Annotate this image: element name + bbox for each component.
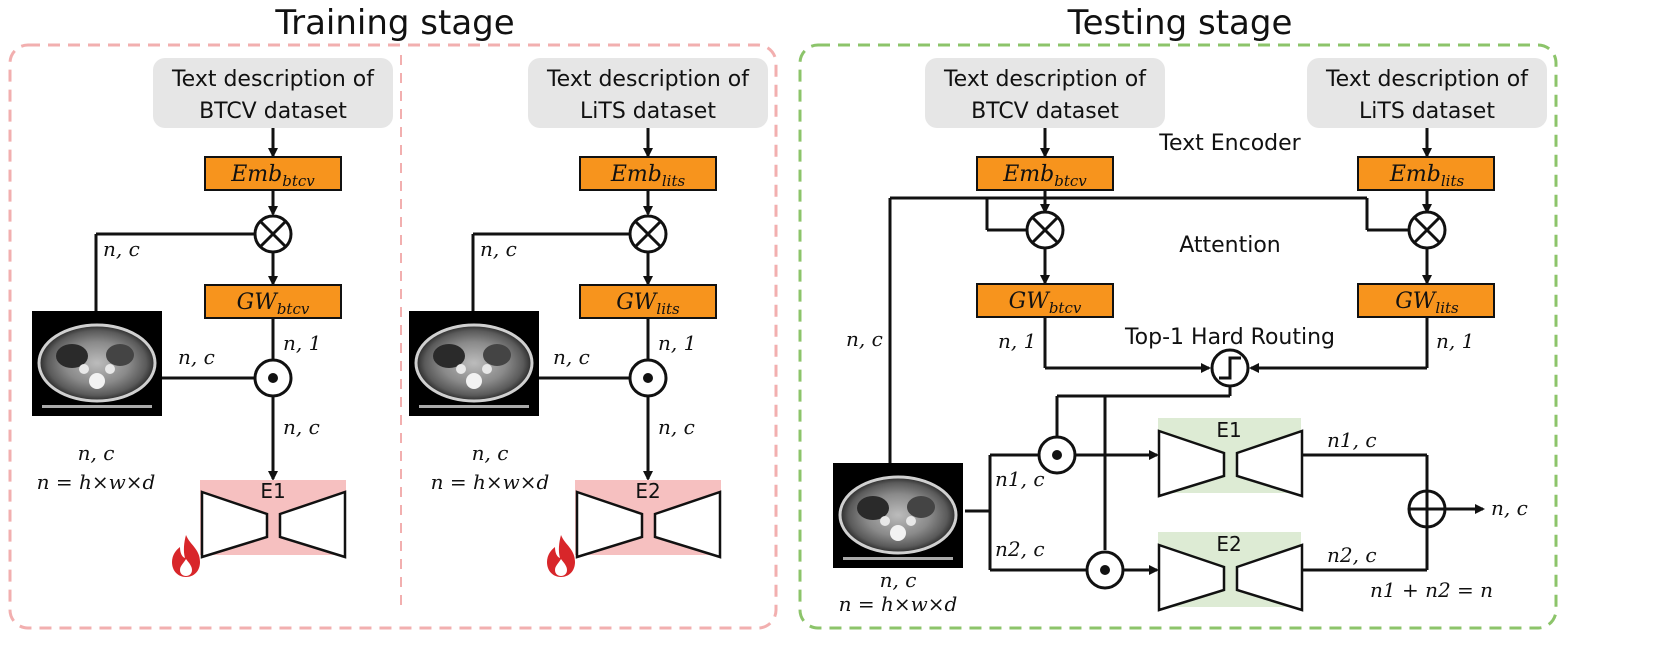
text-box-btcv xyxy=(153,58,393,128)
label-n1c: n1, c xyxy=(995,467,1045,491)
emb-lits-box xyxy=(1357,156,1495,191)
encoder-e2-label: E2 xyxy=(1216,532,1241,556)
text-encoder-label: Text Encoder xyxy=(1158,131,1301,156)
label-n1-right: n, 1 xyxy=(1436,329,1474,353)
training-panel-border xyxy=(8,43,778,630)
attention-label: Attention xyxy=(1179,233,1281,258)
label-formula: n = h×w×d xyxy=(839,592,958,616)
gw-btcv-label: GWbtcv xyxy=(1009,289,1082,317)
training-right-branch: Text description of LiTS dataset Emblits… xyxy=(407,58,768,577)
gw-lits-label: GWlits xyxy=(1395,289,1459,317)
label-nc-bottom: n, c xyxy=(880,568,917,592)
gw-lits-box xyxy=(579,284,717,319)
label-n1-left: n, 1 xyxy=(998,329,1036,353)
label-n2c-out: n2, c xyxy=(1327,543,1377,567)
label-nc-img: n, c xyxy=(178,345,215,369)
label-formula: n = h×w×d xyxy=(37,470,156,494)
routing-label: Top-1 Hard Routing xyxy=(1124,325,1335,350)
text-box-line-1: Text description of xyxy=(1325,67,1529,92)
emb-btcv-label: Embbtcv xyxy=(1002,162,1087,190)
testing-branch: Text description of BTCV dataset Text de… xyxy=(831,58,1547,616)
emb-btcv-label: Embbtcv xyxy=(230,162,315,190)
fire-icon xyxy=(547,535,575,577)
training-stage-title: Training stage xyxy=(274,3,514,43)
text-box-lits xyxy=(1307,58,1547,128)
gw-btcv-box xyxy=(204,284,342,319)
text-box-line-1: Text description of xyxy=(546,67,750,92)
label-n1: n, 1 xyxy=(283,331,321,355)
label-n1c-out: n1, c xyxy=(1327,428,1377,452)
text-box-line-2: BTCV dataset xyxy=(971,99,1119,124)
ct-scan-image xyxy=(407,309,541,418)
emb-lits-box xyxy=(579,156,717,191)
text-box-line-2: BTCV dataset xyxy=(199,99,347,124)
testing-stage-title: Testing stage xyxy=(1067,3,1293,43)
label-nc-top: n, c xyxy=(480,237,517,261)
label-nc-bottom: n, c xyxy=(78,441,115,465)
text-box-line-1: Text description of xyxy=(171,67,375,92)
label-sum: n1 + n2 = n xyxy=(1370,578,1493,602)
gw-lits-label: GWlits xyxy=(616,290,680,318)
label-formula: n = h×w×d xyxy=(431,470,550,494)
label-out: n, c xyxy=(1491,496,1528,520)
emb-lits-label: Emblits xyxy=(1389,162,1465,190)
gw-btcv-label: GWbtcv xyxy=(237,290,310,318)
encoder-e1-label: E1 xyxy=(260,479,285,503)
gw-btcv-box xyxy=(976,283,1114,318)
text-box-line-2: LiTS dataset xyxy=(1359,99,1495,124)
encoder-e2-label: E2 xyxy=(635,479,660,503)
text-box-line-1: Text description of xyxy=(943,67,1147,92)
encoder-e1-label: E1 xyxy=(1216,418,1241,442)
label-nc-left: n, c xyxy=(846,327,883,351)
text-box-btcv xyxy=(925,58,1165,128)
fire-icon xyxy=(172,535,200,577)
training-left-branch: Text description of BTCV dataset Embbtcv… xyxy=(30,58,393,577)
label-nc-down: n, c xyxy=(658,415,695,439)
text-box-lits xyxy=(528,58,768,128)
label-nc-bottom: n, c xyxy=(472,441,509,465)
ct-scan-image xyxy=(30,309,164,418)
testing-panel-border xyxy=(798,43,1558,630)
text-box-line-2: LiTS dataset xyxy=(580,99,716,124)
label-n1: n, 1 xyxy=(658,331,696,355)
label-nc-top: n, c xyxy=(103,237,140,261)
ct-scan-image xyxy=(831,461,965,570)
emb-lits-label: Emblits xyxy=(610,162,686,190)
label-n2c: n2, c xyxy=(995,537,1045,561)
gw-lits-box xyxy=(1357,283,1495,318)
label-nc-down: n, c xyxy=(283,415,320,439)
label-nc-img: n, c xyxy=(553,345,590,369)
